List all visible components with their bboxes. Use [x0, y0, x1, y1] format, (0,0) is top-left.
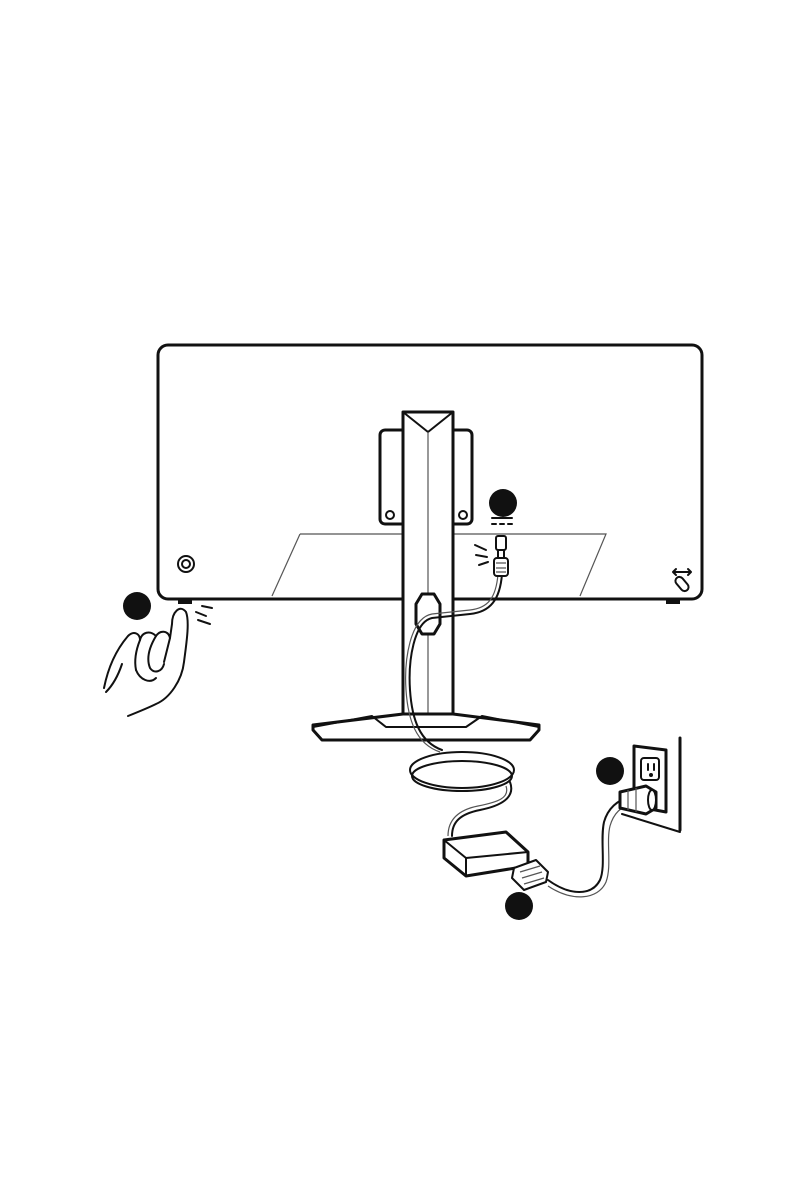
- step-marker-3: [596, 757, 624, 785]
- stand-base: [313, 714, 539, 740]
- step-marker-2: [505, 892, 533, 920]
- ac-power-cord: [548, 798, 632, 897]
- ac-plug: [620, 786, 656, 814]
- monitor-foot-left: [178, 598, 192, 604]
- power-adapter: [444, 832, 548, 890]
- step-marker-4: [123, 592, 151, 620]
- step-marker-1: [489, 489, 517, 517]
- hand-pressing-icon: [104, 606, 212, 716]
- power-button-icon: [178, 556, 194, 572]
- wall-outlet: [622, 738, 680, 832]
- monitor-foot-right: [666, 598, 680, 604]
